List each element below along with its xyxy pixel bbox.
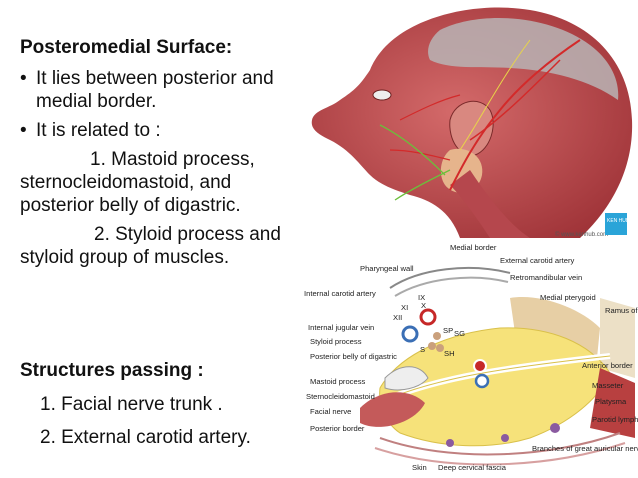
pharyngeal-wall bbox=[389, 267, 511, 289]
eye bbox=[372, 89, 392, 101]
kenhub-badge-text: KEN HUB bbox=[607, 218, 630, 224]
label-medial-pterygoid: Medial pterygoid bbox=[540, 293, 596, 302]
watermark: © www.kenhub.com bbox=[555, 231, 608, 238]
label-skin: Skin bbox=[412, 463, 427, 472]
label-posterior-border: Posterior border bbox=[310, 424, 365, 433]
internal-jugular-vein bbox=[401, 325, 419, 343]
structure-item-2: 2. External carotid artery. bbox=[40, 427, 251, 448]
slide-heading: Posteromedial Surface: bbox=[20, 37, 233, 58]
artery-line bbox=[399, 94, 461, 121]
relation-item-1: 1. Mastoid process, sternocleidomastoid,… bbox=[20, 149, 255, 216]
label-internal-jugular: Internal jugular vein bbox=[308, 323, 374, 332]
label-posterior-belly: Posterior belly of digastric bbox=[310, 352, 397, 361]
label-facial-nerve: Facial nerve bbox=[310, 407, 351, 416]
retromandibular-vein bbox=[474, 373, 490, 389]
label-sp: SP bbox=[443, 326, 453, 335]
label-x: X bbox=[421, 301, 426, 310]
external-carotid-artery bbox=[473, 359, 487, 373]
label-parotid-nodes: Parotid lymph nodes bbox=[592, 415, 638, 424]
label-internal-carotid: Internal carotid artery bbox=[304, 289, 376, 298]
label-branches: Branches of great auricular nerve bbox=[532, 444, 638, 453]
bullet-dot: • bbox=[20, 120, 27, 141]
skin-layer bbox=[374, 442, 626, 466]
parotid-cross-section-diagram: Medial border Pharyngeal wall External c… bbox=[304, 243, 638, 472]
label-xii: XII bbox=[393, 313, 402, 322]
artery-line bbox=[389, 149, 451, 161]
label-mastoid: Mastoid process bbox=[310, 377, 365, 386]
label-anterior-border: Anterior border bbox=[582, 361, 633, 370]
artery-line bbox=[449, 39, 581, 191]
label-pharyngeal-wall: Pharyngeal wall bbox=[360, 264, 414, 273]
label-s: S bbox=[420, 345, 425, 354]
label-styloid: Styloid process bbox=[310, 337, 362, 346]
label-retromandibular: Retromandibular vein bbox=[510, 273, 582, 282]
relation-item-2: 2. Styloid process and styloid group of … bbox=[20, 224, 281, 268]
nerve-line bbox=[379, 124, 446, 176]
label-sg: SG bbox=[454, 329, 465, 338]
ear bbox=[449, 100, 494, 156]
internal-carotid-artery bbox=[419, 308, 437, 326]
label-ramus: Ramus of r bbox=[605, 306, 638, 315]
label-masseter: Masseter bbox=[592, 381, 624, 390]
slide-text: Posteromedial Surface: • It lies between… bbox=[20, 36, 305, 269]
bullet-item: • It lies between posterior and medial b… bbox=[20, 67, 305, 113]
label-external-carotid: External carotid artery bbox=[500, 256, 574, 265]
lymph-node bbox=[446, 439, 454, 447]
masseter bbox=[590, 368, 635, 438]
lymph-node bbox=[501, 434, 509, 442]
bullet-text: It is related to : bbox=[36, 120, 161, 141]
nerve-line bbox=[459, 39, 531, 151]
structure-item-1: 1. Facial nerve trunk . bbox=[40, 394, 223, 415]
kenhub-badge bbox=[605, 213, 627, 235]
label-xi: XI bbox=[401, 303, 408, 312]
label-ix: IX bbox=[418, 293, 425, 302]
label-deep-fascia: Deep cervical fascia bbox=[438, 463, 507, 472]
label-medial-border: Medial border bbox=[450, 243, 497, 252]
artery-line bbox=[469, 59, 561, 141]
platysma bbox=[379, 432, 621, 456]
head-anatomy-illustration: © www.kenhub.com KEN HUB bbox=[311, 7, 633, 238]
bullet-dot: • bbox=[20, 68, 27, 89]
structures-heading: Structures passing : bbox=[20, 360, 204, 381]
lymph-node bbox=[550, 423, 560, 433]
sternocleidomastoid bbox=[360, 392, 425, 427]
nerve-line bbox=[394, 169, 451, 201]
skull-dome bbox=[428, 18, 619, 100]
neck-muscle bbox=[450, 170, 530, 238]
label-scm: Sternocleidomastoid bbox=[306, 392, 375, 401]
bullet-text: It lies between posterior and medial bor… bbox=[36, 68, 274, 112]
mastoid-process bbox=[384, 366, 429, 391]
label-sh: SH bbox=[444, 349, 455, 358]
bullet-item: • It is related to : bbox=[20, 119, 305, 142]
label-platysma: Platysma bbox=[595, 397, 627, 406]
styloid-group bbox=[433, 332, 441, 340]
